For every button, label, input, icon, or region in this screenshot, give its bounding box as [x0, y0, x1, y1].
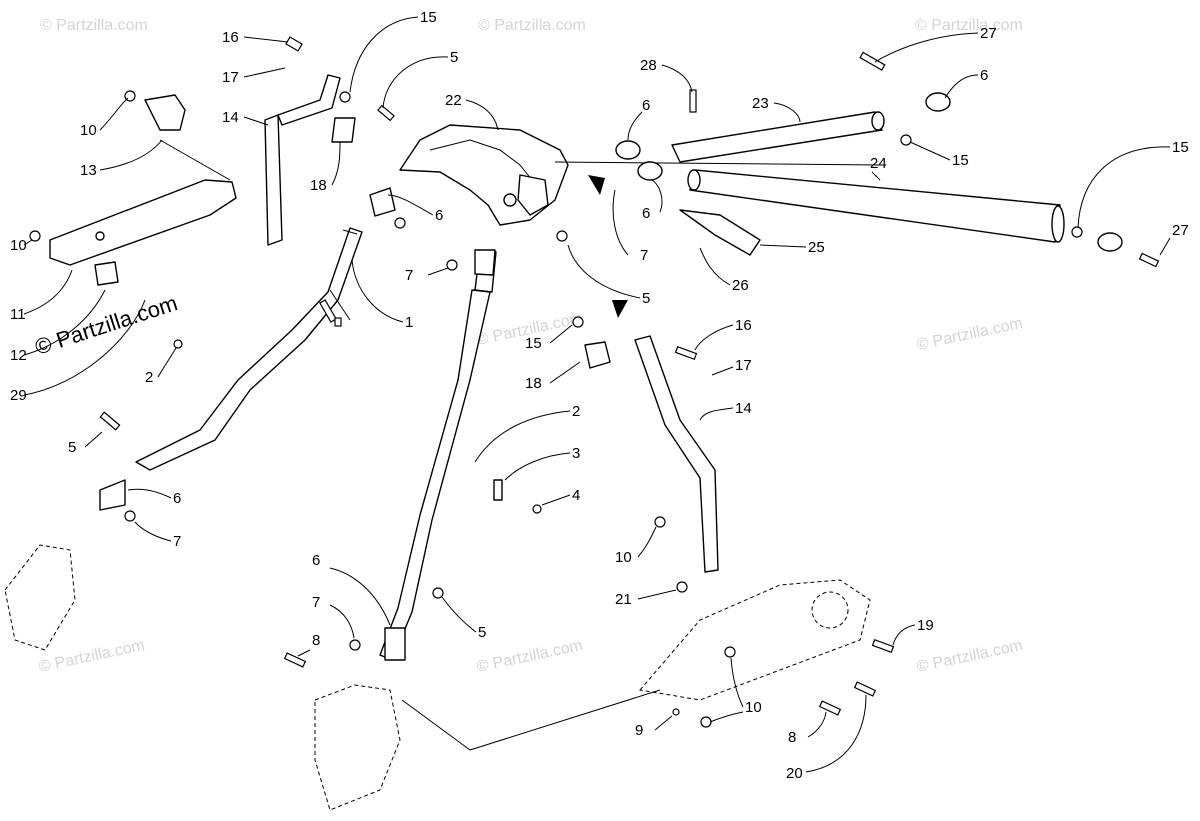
callout: 17 — [735, 357, 752, 374]
assembly-lines — [159, 139, 881, 751]
callout: 21 — [615, 591, 632, 608]
fasteners — [29, 36, 1160, 728]
callout: 6 — [312, 552, 320, 569]
lower-center-bracket — [314, 684, 401, 811]
upper-bracket — [264, 74, 341, 246]
watermark: © Partzilla.com — [915, 637, 1024, 676]
callout: 2 — [145, 369, 153, 386]
callout: 25 — [808, 239, 825, 256]
watermark: © Partzilla.com — [915, 17, 1023, 34]
callout: 20 — [786, 765, 803, 782]
callout: 6 — [642, 97, 650, 114]
callout: 12 — [10, 347, 27, 364]
callout: 7 — [405, 267, 413, 284]
callout: 9 — [635, 722, 643, 739]
callout: 14 — [735, 400, 752, 417]
callout: 19 — [917, 617, 934, 634]
right-plate — [639, 579, 871, 701]
callout: 16 — [735, 317, 752, 334]
callout: 6 — [173, 490, 181, 507]
callout: 15 — [525, 335, 542, 352]
watermark: © Partzilla.com — [915, 315, 1024, 354]
callout: 27 — [1172, 222, 1189, 239]
callout: 27 — [980, 25, 997, 42]
callout: 24 — [870, 155, 887, 172]
callout: 28 — [640, 57, 657, 74]
right-bracket — [634, 335, 719, 573]
callout: 2 — [572, 403, 580, 420]
watermark-dark: © Partzilla.com — [32, 290, 181, 360]
center-housing — [399, 124, 569, 226]
watermark: © Partzilla.com — [478, 17, 586, 34]
callout: 6 — [642, 205, 650, 222]
callout: 26 — [732, 277, 749, 294]
arrow-marker — [588, 175, 605, 195]
callout: 14 — [222, 109, 239, 126]
watermark: © Partzilla.com — [40, 17, 148, 34]
watermark: © Partzilla.com — [475, 637, 584, 676]
callout: 13 — [80, 162, 97, 179]
callout: 15 — [1172, 139, 1189, 156]
callout: 5 — [478, 624, 486, 641]
callout: 18 — [525, 375, 542, 392]
callout: 6 — [435, 207, 443, 224]
callout: 7 — [312, 594, 320, 611]
watermark: © Partzilla.com — [37, 637, 146, 676]
callout: 10 — [615, 549, 632, 566]
callout: 4 — [572, 487, 580, 504]
arrow-marker — [612, 300, 628, 318]
callout: 16 — [222, 29, 239, 46]
callout: 10 — [745, 699, 762, 716]
callout: 18 — [310, 177, 327, 194]
cross-tubes — [671, 111, 1065, 243]
callout: 23 — [752, 95, 769, 112]
callout: 11 — [10, 306, 26, 323]
callout: 7 — [640, 247, 648, 264]
callout: 8 — [788, 729, 796, 746]
callout: 29 — [10, 387, 27, 404]
callout: 5 — [642, 290, 650, 307]
left-bracket — [49, 94, 237, 266]
callout: 3 — [572, 445, 580, 462]
callout: 7 — [173, 533, 181, 550]
callouts: 16 15 5 17 10 14 13 22 28 23 27 6 15 24 … — [10, 9, 1189, 782]
callout: 10 — [80, 122, 97, 139]
callout: 6 — [980, 67, 988, 84]
callout: 5 — [450, 49, 458, 66]
callout: 5 — [68, 439, 76, 456]
callout: 22 — [445, 92, 462, 109]
callout: 8 — [312, 632, 320, 649]
lower-left-bracket — [4, 544, 76, 651]
callout: 10 — [10, 237, 27, 254]
callout: 15 — [420, 9, 437, 26]
callout: 1 — [405, 314, 413, 331]
callout: 15 — [952, 152, 969, 169]
callout: 17 — [222, 69, 239, 86]
clamps — [94, 92, 1123, 661]
